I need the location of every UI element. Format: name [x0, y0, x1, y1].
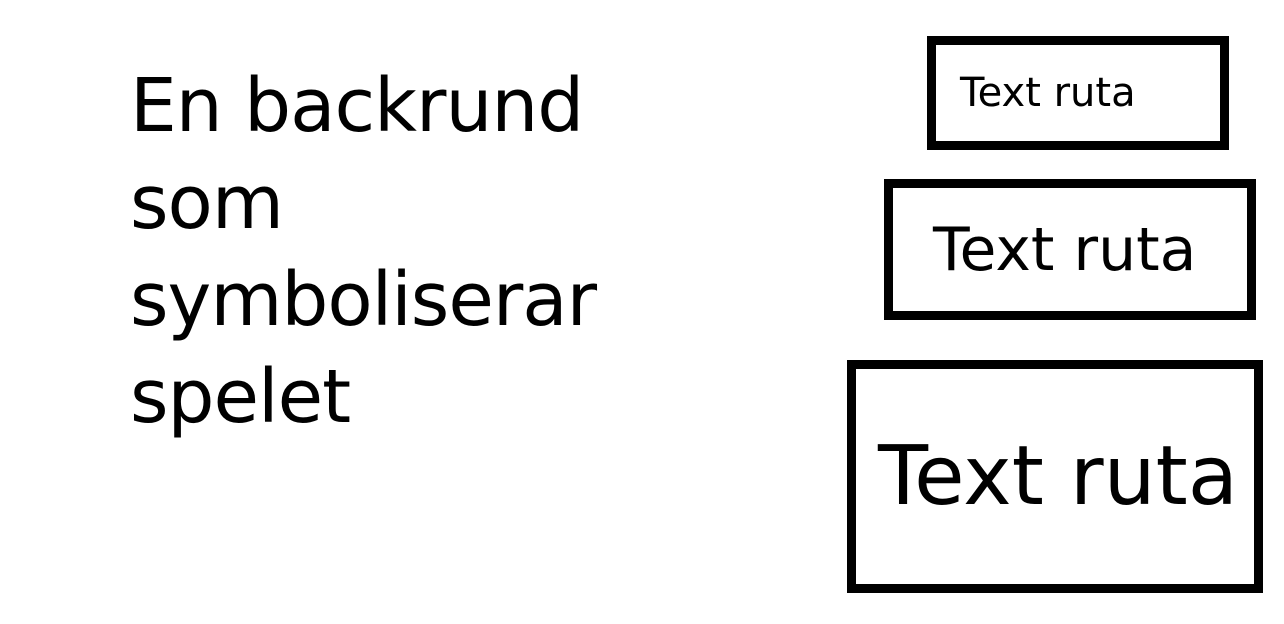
background-line: En backrund: [130, 63, 584, 149]
background-line: symboliserar: [130, 257, 597, 343]
text-box-label: Text ruta: [878, 429, 1238, 524]
background-line: spelet: [130, 354, 351, 440]
text-box-large: Text ruta: [847, 360, 1263, 593]
text-box-small: Text ruta: [927, 36, 1229, 150]
background-description: En backrund som symboliserar spelet: [130, 58, 597, 446]
background-line: som: [130, 160, 284, 246]
text-box-medium: Text ruta: [884, 179, 1256, 320]
text-box-label: Text ruta: [960, 70, 1136, 116]
text-box-label: Text ruta: [933, 214, 1197, 285]
